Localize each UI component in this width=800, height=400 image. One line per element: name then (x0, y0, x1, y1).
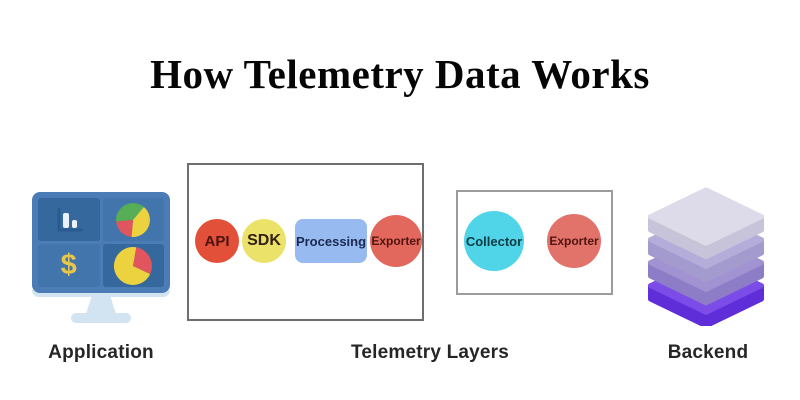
monitor-stand-neck (86, 297, 116, 314)
pie-slice-red (116, 219, 134, 237)
pie-chart-icon (102, 198, 164, 241)
dollar-symbol: $ (60, 249, 77, 281)
monitor-screen: $ (38, 198, 164, 287)
pie-slice-yellow (114, 246, 151, 285)
application-label: Application (48, 342, 154, 363)
processing-node: Processing (295, 219, 367, 263)
collector-node: Collector (464, 211, 524, 271)
diagram-title: How Telemetry Data Works (150, 51, 650, 97)
monitor-stand-base (71, 313, 131, 323)
pie-slice-red (133, 246, 153, 274)
collector-box: Collector Exporter (456, 190, 613, 295)
bar-chart-bar (71, 219, 77, 228)
dollar-icon: $ (38, 244, 100, 287)
telemetry-layers-box: API SDK Processing Exporter (187, 163, 424, 321)
sdk-node: SDK (242, 219, 286, 263)
dashboard-monitor-icon: $ (32, 192, 170, 293)
bar-chart-icon (38, 198, 100, 241)
bar-chart-axis (57, 207, 83, 231)
pie-chart-icon (102, 244, 164, 287)
backend-label: Backend (667, 342, 749, 363)
pie-slice-yellow (131, 206, 151, 237)
database-stack-icon (647, 187, 765, 326)
telemetry-layers-label: Telemetry Layers (350, 342, 510, 363)
bar-chart-bar (62, 212, 69, 228)
exporter-node: Exporter (370, 215, 422, 267)
exporter-node: Exporter (547, 214, 601, 268)
pie-slice-green (116, 202, 145, 221)
stack-layer-top (647, 187, 765, 260)
api-node: API (195, 219, 239, 263)
monitor-chin (32, 290, 170, 297)
